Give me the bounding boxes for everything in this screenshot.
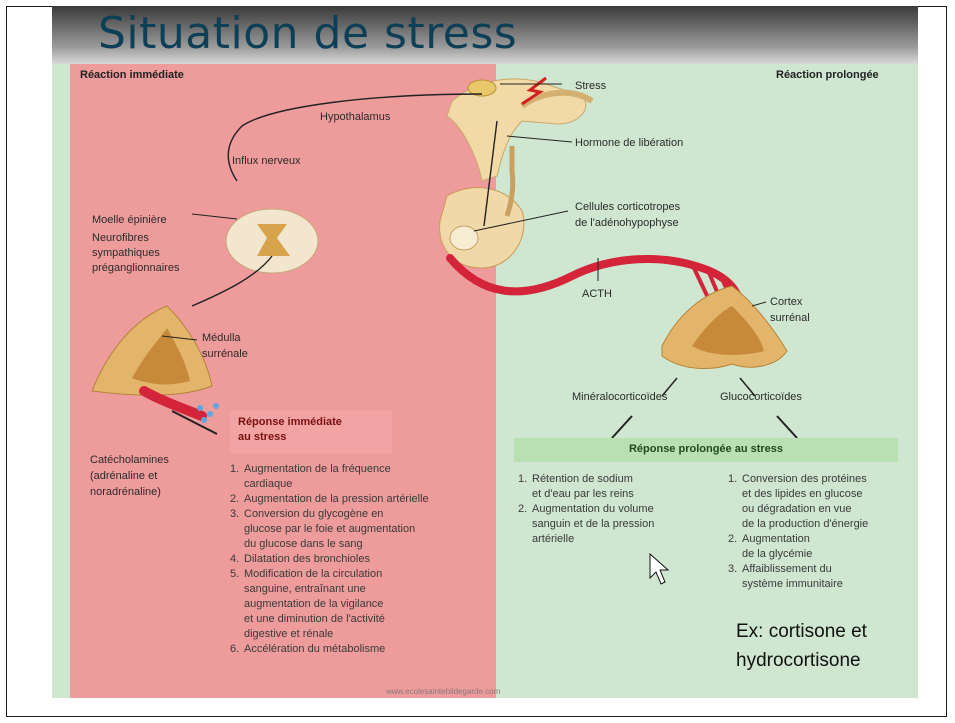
list-item-line: Affaiblissement du xyxy=(742,562,918,577)
list-item-line: Accélération du métabolisme xyxy=(244,642,492,657)
list-item-number: 2. xyxy=(230,492,239,507)
list-item-line: système immunitaire xyxy=(742,577,918,592)
cellules-label-1: Cellules corticotropes xyxy=(575,200,680,215)
mineralo-label: Minéralocorticoïdes xyxy=(572,390,667,405)
hypothalamus-label: Hypothalamus xyxy=(320,110,390,125)
list-item-line: Dilatation des bronchioles xyxy=(244,552,492,567)
prolonged-heading: Réaction prolongée xyxy=(776,68,879,83)
mouse-cursor-icon xyxy=(650,554,668,584)
prolonged-response-list-b: 1. Conversion des protéineset des lipides… xyxy=(728,472,918,592)
list-item-number: 5. xyxy=(230,567,239,582)
list-item-line: et des lipides en glucose xyxy=(742,487,918,502)
list-item: 3. Affaiblissement dusystème immunitaire xyxy=(728,562,918,592)
footer-url: www.ecolesaintehildegarde.com xyxy=(386,687,500,696)
list-item-line: Rétention de sodium xyxy=(532,472,718,487)
list-item-line: sanguin et de la pression xyxy=(532,517,718,532)
influx-label: Influx nerveux xyxy=(232,154,300,169)
list-item-number: 3. xyxy=(230,507,239,522)
catecholamines-label-3: noradrénaline) xyxy=(90,485,161,500)
list-item-line: du glucose dans le sang xyxy=(244,537,492,552)
list-item-number: 1. xyxy=(230,462,239,477)
slide: Situation de stress xyxy=(52,6,918,698)
medulla-label-1: Médulla xyxy=(202,331,241,346)
moelle-label: Moelle épinière xyxy=(92,213,167,228)
list-item-line: et une diminution de l'activité xyxy=(244,612,492,627)
list-item-number: 1. xyxy=(518,472,527,487)
neuro-label-2: sympathiques xyxy=(92,246,160,261)
list-item-line: et d'eau par les reins xyxy=(532,487,718,502)
list-item-line: Augmentation du volume xyxy=(532,502,718,517)
list-item-line: de la production d'énergie xyxy=(742,517,918,532)
prolonged-response-title: Réponse prolongée au stress xyxy=(629,443,783,455)
acth-label: ACTH xyxy=(582,287,612,302)
neuro-label-3: préganglionnaires xyxy=(92,261,179,276)
cortex-label-1: Cortex xyxy=(770,295,802,310)
prolonged-response-box: Réponse prolongée au stress xyxy=(514,438,898,462)
cellules-label-2: de l'adénohypophyse xyxy=(575,216,679,231)
immediate-heading: Réaction immédiate xyxy=(80,68,184,83)
list-item: 2. Augmentationde la glycémie xyxy=(728,532,918,562)
prolonged-response-list-a: 1. Rétention de sodiumet d'eau par les re… xyxy=(518,472,718,547)
catecholamines-label-1: Catécholamines xyxy=(90,453,169,468)
list-item-line: Augmentation xyxy=(742,532,918,547)
list-item-number: 1. xyxy=(728,472,737,487)
list-item-line: Conversion des protéines xyxy=(742,472,918,487)
list-item: 1. Rétention de sodiumet d'eau par les re… xyxy=(518,472,718,502)
list-item-number: 2. xyxy=(728,532,737,547)
list-item-line: digestive et rénale xyxy=(244,627,492,642)
list-item-number: 3. xyxy=(728,562,737,577)
example-line-1: Ex: cortisone et xyxy=(736,618,867,645)
hormone-label: Hormone de libération xyxy=(575,136,683,151)
list-item-line: de la glycémie xyxy=(742,547,918,562)
list-item: 6. Accélération du métabolisme xyxy=(230,642,492,657)
list-item: 5. Modification de la circulationsanguine… xyxy=(230,567,492,642)
catecholamines-label-2: (adrénaline et xyxy=(90,469,157,484)
list-item-line: cardiaque xyxy=(244,477,492,492)
list-item-number: 4. xyxy=(230,552,239,567)
list-item-line: augmentation de la vigilance xyxy=(244,597,492,612)
list-item: 4. Dilatation des bronchioles xyxy=(230,552,492,567)
list-item: 2. Augmentation de la pression artérielle xyxy=(230,492,492,507)
list-item-line: Modification de la circulation xyxy=(244,567,492,582)
neuro-label-1: Neurofibres xyxy=(92,231,149,246)
list-item: 1. Conversion des protéineset des lipides… xyxy=(728,472,918,532)
list-item-line: Conversion du glycogène en xyxy=(244,507,492,522)
stress-label: Stress xyxy=(575,79,606,94)
list-item-line: Augmentation de la fréquence xyxy=(244,462,492,477)
gluco-down-arrow xyxy=(777,416,797,438)
immediate-response-list: 1.Augmentation de la fréquencecardiaque2… xyxy=(230,462,492,657)
gluco-label: Glucocorticoïdes xyxy=(720,390,802,405)
pituitary-stalk xyxy=(507,146,513,216)
list-item-line: artérielle xyxy=(532,532,718,547)
list-item: 1. Augmentation de la fréquencecardiaque xyxy=(230,462,492,492)
corticotrope-cells xyxy=(450,226,478,250)
list-item-number: 2. xyxy=(518,502,527,517)
immediate-response-title-1: Réponse immédiate xyxy=(238,415,384,430)
list-item-line: sanguine, entraînant une xyxy=(244,582,492,597)
list-item-number: 6. xyxy=(230,642,239,657)
medulla-label-2: surrénale xyxy=(202,347,248,362)
list-item-line: Augmentation de la pression artérielle xyxy=(244,492,492,507)
list-item-line: ou dégradation en vue xyxy=(742,502,918,517)
mineralo-down-arrow xyxy=(612,416,632,438)
immediate-response-box: Réponse immédiate au stress xyxy=(230,411,392,453)
cortex-label-2: surrénal xyxy=(770,311,810,326)
immediate-response-title-2: au stress xyxy=(238,430,384,445)
list-item: 2. Augmentation du volumesanguin et de la… xyxy=(518,502,718,547)
example-line-2: hydrocortisone xyxy=(736,647,861,674)
list-item-line: glucose par le foie et augmentation xyxy=(244,522,492,537)
list-item: 3. Conversion du glycogène englucose par … xyxy=(230,507,492,552)
